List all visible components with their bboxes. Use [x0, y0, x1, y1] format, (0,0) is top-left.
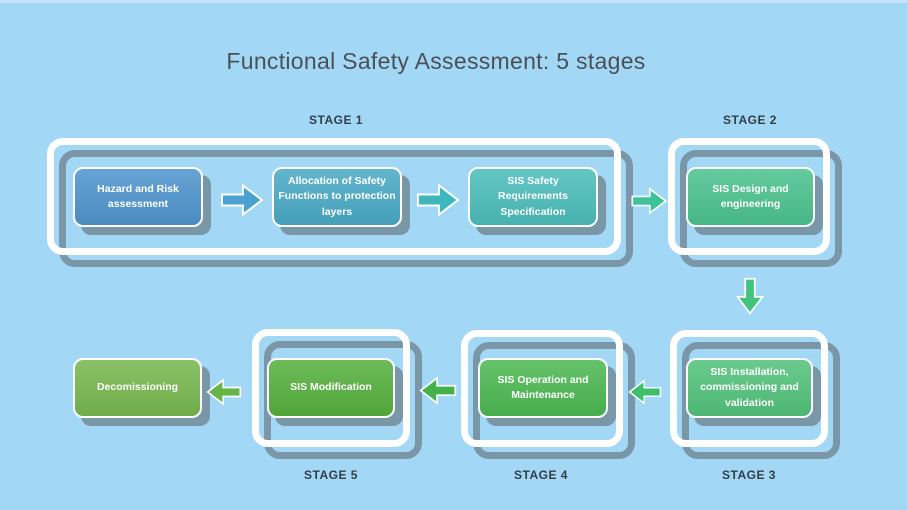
node-sis-modification: SIS Modification [267, 358, 395, 418]
arrow-down-icon-stage2-to-stage3 [735, 277, 765, 315]
node-sis-operation-maintenance: SIS Operation and Maintenance [478, 358, 608, 418]
arrow-right-icon-hazard-to-allocation [221, 183, 264, 217]
arrow-left-icon-modification-to-decommissioning [206, 378, 242, 406]
node-sis-installation-commissioning: SIS Installation, commissioning and vali… [686, 358, 813, 418]
node-sis-safety-requirements: SIS Safety Requirements Specification [468, 167, 598, 227]
stage3-frame-shadow [682, 342, 840, 459]
node-sis-operation-maintenance-label: SIS Operation and Maintenance [497, 373, 589, 401]
node-allocation-safety-functions-label: Allocation of Safety Functions to protec… [278, 175, 396, 218]
arrow-right-icon-stage1-to-stage2 [631, 187, 668, 215]
stage3-frame [670, 330, 828, 447]
stage4-frame-shadow [473, 342, 635, 459]
page-title: Functional Safety Assessment: 5 stages [226, 48, 646, 74]
node-sis-design-engineering: SIS Design and engineering [686, 167, 815, 227]
stage1-label: STAGE 1 [309, 113, 363, 127]
stage3-label: STAGE 3 [722, 468, 776, 482]
stage2-frame [668, 138, 830, 255]
node-decommissioning: Decomissioning [73, 358, 202, 418]
node-decommissioning-label: Decomissioning [96, 381, 179, 394]
node-sis-installation-commissioning-label: SIS Installation, commissioning and vali… [700, 366, 799, 409]
node-sis-safety-requirements-label: SIS Safety Requirements Specification [497, 175, 569, 218]
stage4-frame [461, 330, 623, 447]
stage4-label: STAGE 4 [514, 468, 568, 482]
stage5-label: STAGE 5 [304, 468, 358, 482]
arrow-right-icon-allocation-to-requirements [417, 183, 460, 217]
stage5-frame [252, 329, 410, 447]
node-hazard-risk-assessment-label: Hazard and Risk assessment [97, 182, 179, 210]
arrow-left-icon-stage4-to-stage5 [419, 376, 457, 405]
stage2-label: STAGE 2 [723, 113, 777, 127]
top-edge-strip [0, 0, 907, 3]
stage1-frame [47, 138, 621, 255]
node-hazard-risk-assessment: Hazard and Risk assessment [73, 167, 203, 227]
stage2-frame-shadow [680, 150, 842, 267]
stage1-frame-shadow [59, 150, 633, 267]
node-sis-modification-label: SIS Modification [290, 381, 372, 394]
node-allocation-safety-functions: Allocation of Safety Functions to protec… [272, 167, 402, 227]
node-sis-design-engineering-label: SIS Design and engineering [712, 182, 789, 210]
arrow-left-icon-stage3-to-stage4 [628, 379, 662, 405]
